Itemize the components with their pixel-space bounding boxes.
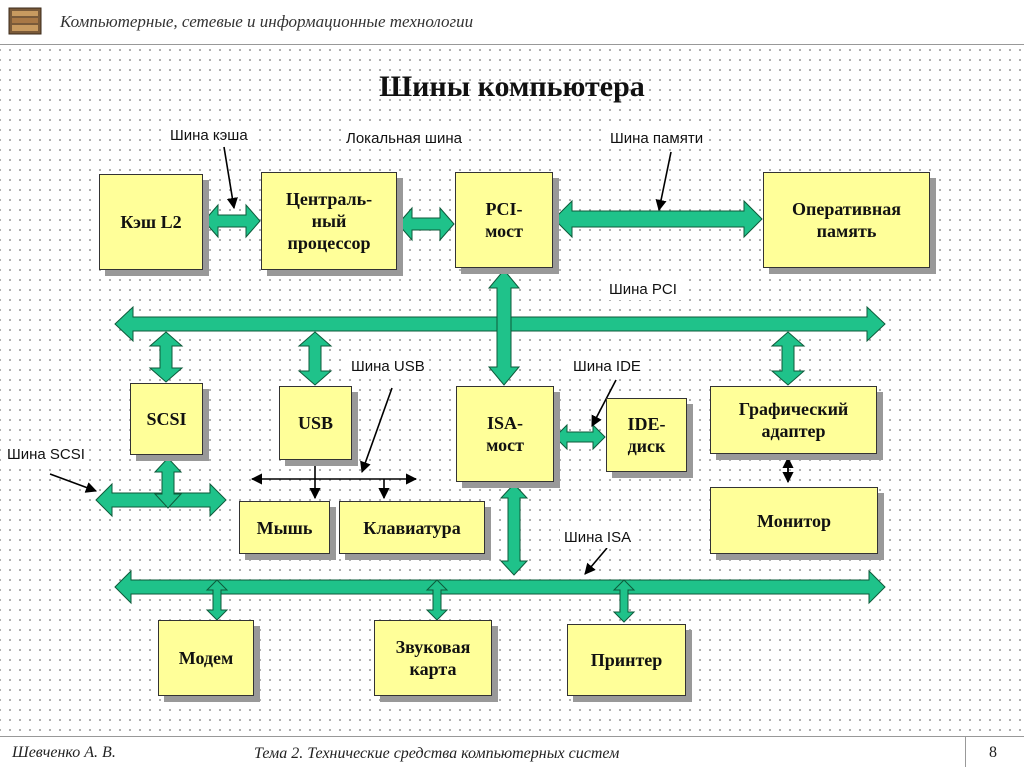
usb-bus-label: Шина USB (347, 356, 429, 377)
isa-bridge-label: ISA- мост (486, 413, 524, 455)
footer-author: Шевченко А. В. (12, 744, 116, 761)
page-number: 8 (989, 744, 997, 761)
footer-topic: Тема 2. Технические средства компьютерны… (254, 745, 620, 762)
cache-cpu-arrow (203, 203, 261, 239)
book-stack-logo (8, 7, 42, 35)
printer-label: Принтер (590, 650, 663, 670)
scsi-bus-pointer (49, 473, 98, 493)
local-bus-label: Локальная шина (342, 128, 466, 149)
ide-bus-label: Шина IDE (569, 356, 645, 377)
memory-bus-arrow (553, 199, 763, 239)
sound-card-box: Звуковая карта (374, 620, 492, 696)
scsi-bus-label: Шина SCSI (3, 444, 89, 465)
usb-label: USB (297, 413, 333, 433)
ram-box: Оперативная память (763, 172, 930, 268)
graphics-pci-arrow (770, 331, 806, 386)
scsi-down-arrow (153, 457, 183, 509)
isa-bus-arrow (114, 569, 886, 605)
local-bus-arrow (397, 206, 455, 242)
cache-l2-box: Кэш L2 (99, 174, 203, 270)
isa-bridge-bus-arrow (499, 483, 529, 576)
printer-box: Принтер (567, 624, 686, 696)
modem-label: Модем (178, 648, 234, 668)
keyboard-label: Клавиатура (363, 517, 461, 538)
printer-arrow (612, 579, 636, 623)
header-title: Компьютерные, сетевые и информационные т… (60, 12, 474, 31)
sound-card-label: Звуковая карта (395, 637, 471, 679)
ide-bus-pointer (591, 379, 617, 427)
scsi-box: SCSI (130, 383, 203, 455)
isa-bridge-box: ISA- мост (456, 386, 554, 482)
pci-isa-vertical-arrow (487, 269, 521, 386)
ram-label: Оперативная память (792, 199, 901, 241)
usb-bus-pointer (360, 387, 393, 474)
header-divider (0, 44, 1024, 45)
cache-l2-label: Кэш L2 (120, 212, 182, 232)
isa-bus-pointer (584, 547, 608, 575)
memory-bus-label: Шина памяти (606, 128, 708, 149)
graphics-adapter-box: Графический адаптер (710, 386, 877, 454)
header: Компьютерные, сетевые и информационные т… (0, 0, 1024, 44)
pci-bridge-box: PCI- мост (455, 172, 553, 268)
pci-bus-label: Шина PCI (605, 279, 681, 300)
ide-disk-label: IDE- диск (627, 414, 666, 456)
pci-bridge-label: PCI- мост (485, 199, 523, 241)
ide-bus-arrow (554, 423, 606, 451)
slide-title: Шины компьютера (379, 70, 645, 103)
mouse-label: Мышь (256, 517, 313, 538)
graphics-adapter-label: Графический адаптер (738, 399, 849, 441)
isa-bus-label: Шина ISA (560, 527, 636, 548)
scsi-pci-arrow (148, 331, 184, 383)
cpu-box: Централь- ный процессор (261, 172, 397, 270)
scsi-label: SCSI (146, 409, 187, 429)
cpu-label: Централь- ный процессор (285, 189, 373, 253)
ide-disk-box: IDE- диск (606, 398, 687, 472)
mouse-box: Мышь (239, 501, 330, 554)
footer-divider (965, 736, 966, 767)
footer (0, 736, 1024, 768)
cache-bus-pointer (223, 146, 238, 210)
memory-bus-pointer (655, 151, 672, 212)
usb-pci-arrow (297, 331, 333, 386)
keyboard-box: Клавиатура (339, 501, 485, 554)
cache-bus-label: Шина кэша (166, 125, 252, 146)
usb-box: USB (279, 386, 352, 460)
monitor-label: Монитор (756, 510, 832, 531)
modem-box: Модем (158, 620, 254, 696)
monitor-box: Монитор (710, 487, 878, 554)
